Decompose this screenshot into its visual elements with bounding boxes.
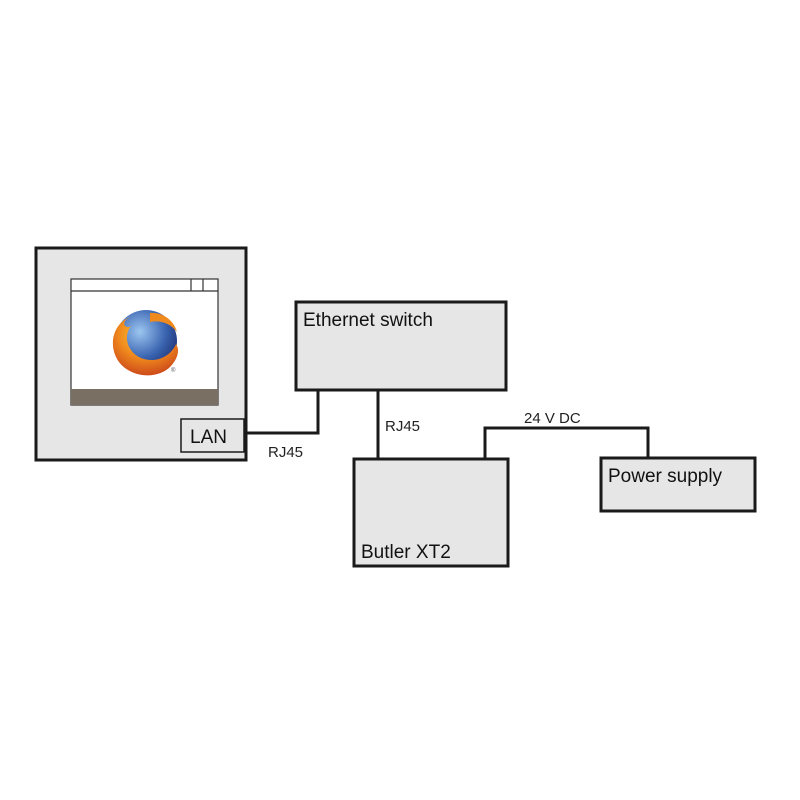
butler-xt2-node: Butler XT2 (352, 457, 510, 568)
taskbar (71, 389, 218, 405)
power-supply-box (599, 456, 757, 513)
power-supply-node: Power supply (599, 456, 757, 513)
svg-text:®: ® (171, 367, 176, 374)
edge-label-computer-switch: RJ45 (268, 444, 303, 461)
lan-port-label: LAN (190, 427, 227, 448)
ethernet-switch-label: Ethernet switch (303, 310, 433, 331)
power-supply-label: Power supply (608, 466, 723, 487)
lan-port (180, 418, 245, 453)
ethernet-switch-node: Ethernet switch (294, 300, 508, 392)
ethernet-switch-box (294, 300, 508, 392)
butler-xt2-label: Butler XT2 (361, 542, 451, 563)
wire-computer-switch (244, 390, 320, 435)
edge-label-switch-butler: RJ45 (385, 418, 420, 435)
browser-window (70, 278, 219, 406)
connection-wires (244, 390, 650, 459)
wire-butler-power (483, 426, 650, 459)
butler-xt2-box (352, 457, 510, 568)
edge-label-butler-power: 24 V DC (524, 410, 581, 427)
computer-node: ® LAN (34, 246, 248, 462)
firefox-browser-icon: ® (112, 310, 179, 376)
